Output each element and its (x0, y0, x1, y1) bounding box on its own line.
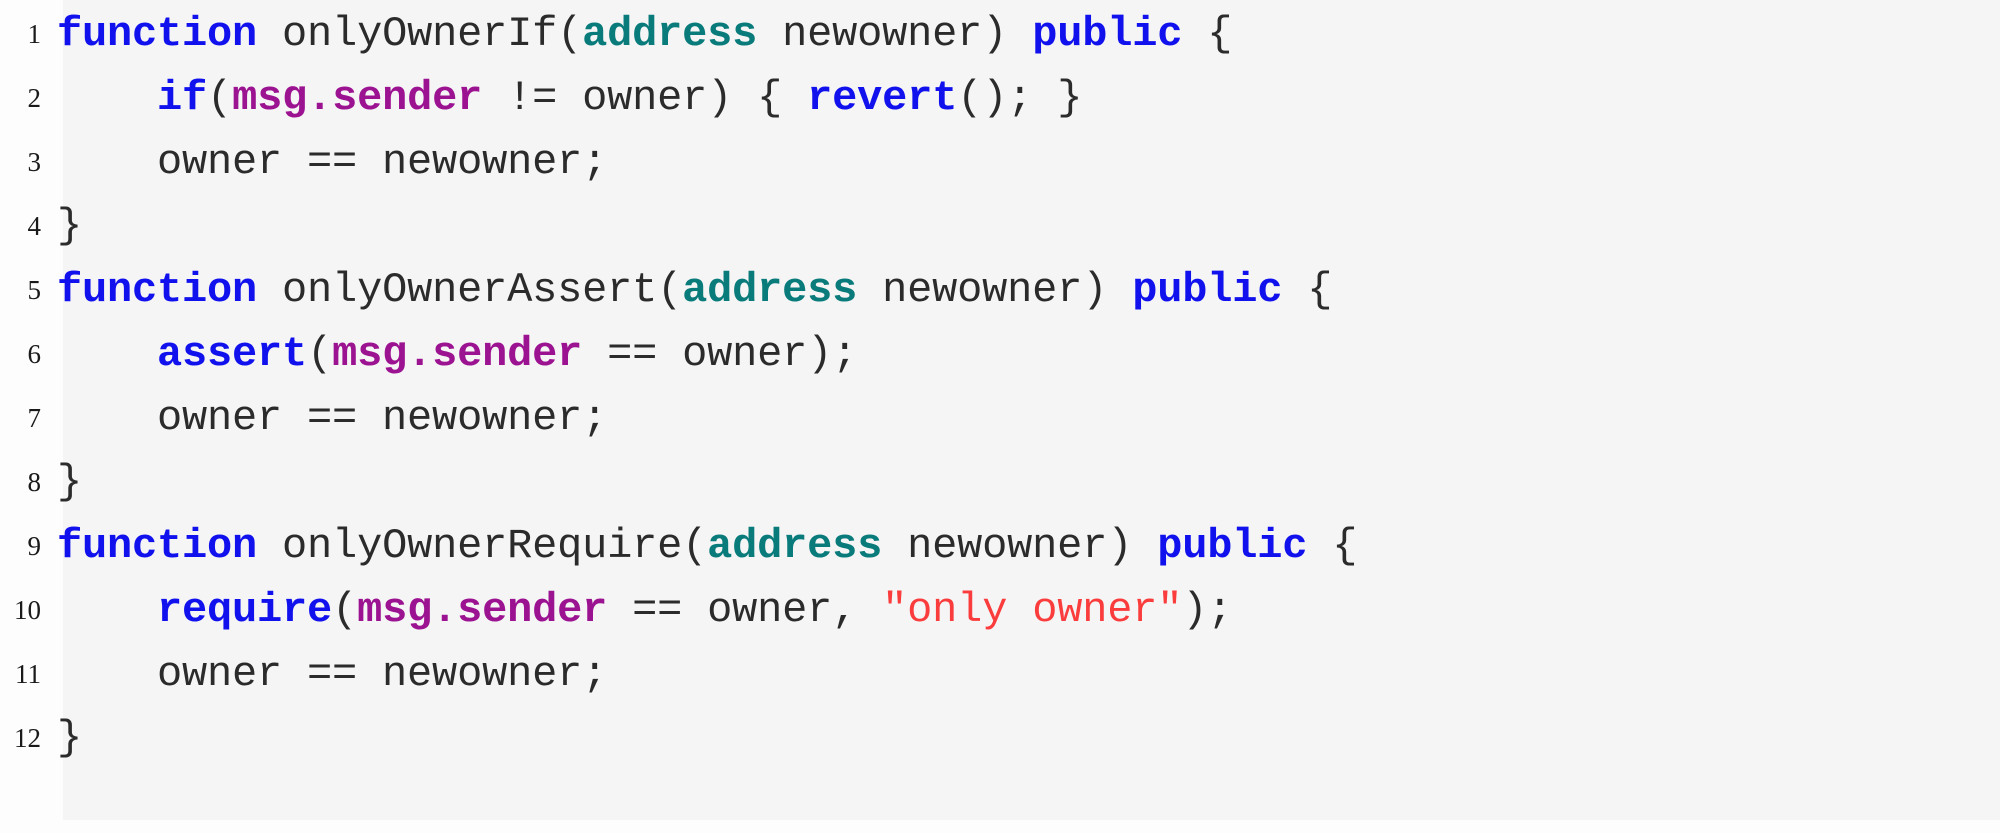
plain-token: ); (1182, 586, 1233, 634)
plain-token: == owner); (582, 330, 858, 378)
line-number: 5 (27, 274, 42, 305)
code-line: 3 owner == newowner; (0, 130, 2000, 194)
plain-token: owner == newowner; (57, 394, 608, 442)
plain-token: onlyOwnerIf( (257, 10, 583, 58)
keyword-token: if (157, 74, 208, 122)
keyword-token: require (157, 586, 333, 634)
code-text: owner == newowner; (48, 397, 2000, 439)
plain-token: } (57, 458, 83, 506)
code-text: function onlyOwnerIf(address newowner) p… (48, 13, 2000, 55)
code-panel-background (63, 0, 2000, 820)
line-number: 9 (27, 530, 42, 561)
code-line: 10 require(msg.sender == owner, "only ow… (0, 578, 2000, 642)
keyword-token: assert (157, 330, 308, 378)
line-number: 7 (27, 402, 42, 433)
code-text: } (48, 461, 2000, 503)
code-text: owner == newowner; (48, 141, 2000, 183)
code-line: 12} (0, 706, 2000, 770)
plain-token: ( (307, 330, 333, 378)
code-text: require(msg.sender == owner, "only owner… (48, 589, 2000, 631)
plain-token: { (1182, 10, 1233, 58)
plain-token (57, 330, 157, 378)
code-line: 11 owner == newowner; (0, 642, 2000, 706)
plain-token: ( (207, 74, 233, 122)
line-number: 12 (14, 722, 41, 753)
line-number: 4 (27, 210, 42, 241)
plain-token: (); } (957, 74, 1083, 122)
code-text: function onlyOwnerRequire(address newown… (48, 525, 2000, 567)
line-number: 6 (27, 338, 42, 369)
plain-token: { (1307, 522, 1358, 570)
code-text: owner == newowner; (48, 653, 2000, 695)
code-text: if(msg.sender != owner) { revert(); } (48, 77, 2000, 119)
code-line: 6 assert(msg.sender == owner); (0, 322, 2000, 386)
plain-token: onlyOwnerAssert( (257, 266, 683, 314)
plain-token (57, 74, 157, 122)
plain-token: } (57, 202, 83, 250)
plain-token: owner == newowner; (57, 138, 608, 186)
plain-token: newowner) (882, 522, 1158, 570)
code-text: } (48, 717, 2000, 759)
keyword-token: function (57, 266, 258, 314)
code-line: 8} (0, 450, 2000, 514)
plain-token: { (1282, 266, 1333, 314)
type-token: address (582, 10, 758, 58)
code-line: 2 if(msg.sender != owner) { revert(); } (0, 66, 2000, 130)
line-number: 10 (14, 594, 41, 625)
line-number: 3 (27, 146, 42, 177)
plain-token: ( (332, 586, 358, 634)
code-text: function onlyOwnerAssert(address newowne… (48, 269, 2000, 311)
plain-token: != owner) { (482, 74, 808, 122)
keyword-token: revert (807, 74, 958, 122)
code-text: assert(msg.sender == owner); (48, 333, 2000, 375)
global-variable-token: msg.sender (332, 330, 583, 378)
type-token: address (682, 266, 858, 314)
keyword-token: function (57, 10, 258, 58)
line-number: 2 (27, 82, 42, 113)
code-text: } (48, 205, 2000, 247)
global-variable-token: msg.sender (232, 74, 483, 122)
plain-token: == owner, (607, 586, 883, 634)
keyword-token: public (1132, 266, 1283, 314)
plain-token: newowner) (857, 266, 1133, 314)
line-number: 8 (27, 466, 42, 497)
plain-token: onlyOwnerRequire( (257, 522, 708, 570)
line-number: 11 (15, 658, 41, 689)
keyword-token: function (57, 522, 258, 570)
line-number: 1 (27, 18, 42, 49)
code-line: 4} (0, 194, 2000, 258)
type-token: address (707, 522, 883, 570)
global-variable-token: msg.sender (357, 586, 608, 634)
keyword-token: public (1032, 10, 1183, 58)
code-line: 7 owner == newowner; (0, 386, 2000, 450)
plain-token: newowner) (757, 10, 1033, 58)
keyword-token: public (1157, 522, 1308, 570)
string-literal-token: "only owner" (882, 586, 1183, 634)
plain-token: owner == newowner; (57, 650, 608, 698)
plain-token (57, 586, 157, 634)
plain-token: } (57, 714, 83, 762)
line-number-gutter (0, 0, 63, 833)
